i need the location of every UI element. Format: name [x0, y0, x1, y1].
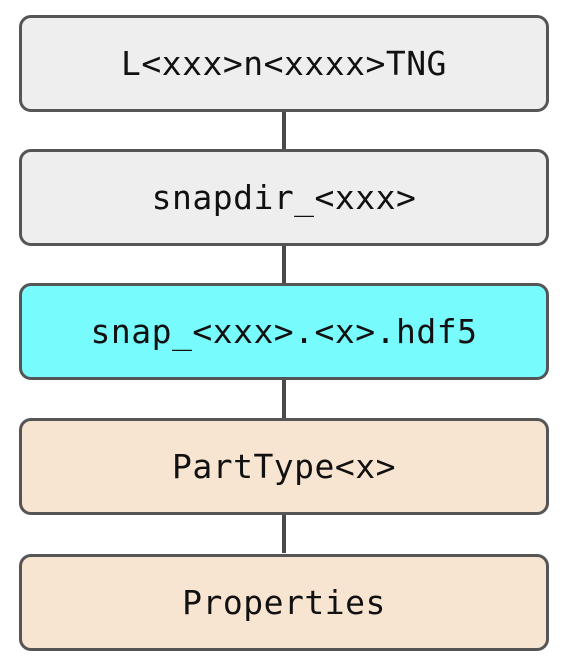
node-snap-file: snap_<xxx>.<x>.hdf5: [19, 283, 549, 380]
node-properties: Properties: [19, 554, 549, 651]
node-parttype: PartType<x>: [19, 418, 549, 515]
connector-4-5: [282, 515, 286, 553]
node-snapdir-label: snapdir_<xxx>: [151, 178, 417, 217]
node-properties-label: Properties: [182, 583, 386, 622]
connector-1-2: [282, 112, 286, 150]
node-simulation-label: L<xxx>n<xxxx>TNG: [121, 44, 447, 83]
node-simulation: L<xxx>n<xxxx>TNG: [19, 15, 549, 112]
connector-3-4: [282, 380, 286, 418]
node-snapdir: snapdir_<xxx>: [19, 149, 549, 246]
node-snap-file-label: snap_<xxx>.<x>.hdf5: [90, 312, 478, 351]
node-parttype-label: PartType<x>: [171, 447, 397, 486]
connector-2-3: [282, 246, 286, 284]
